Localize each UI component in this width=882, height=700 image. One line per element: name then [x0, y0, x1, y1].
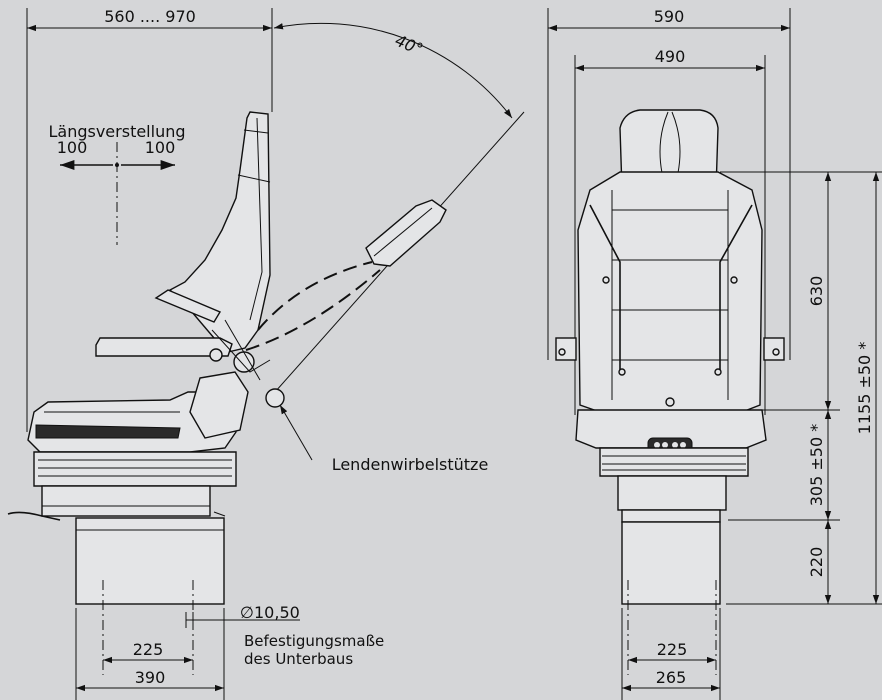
front-view: 590 490: [547, 7, 882, 700]
lumbar-support-callout: Lendenwirbelstütze: [279, 404, 489, 474]
front-base-inner-label: 225: [657, 640, 688, 659]
front-base-outer-label: 265: [656, 668, 687, 687]
mounting-line1: Befestigungsmaße: [244, 632, 384, 650]
angle-label: 40°: [392, 31, 425, 59]
side-base-dimensions: 225 390: [75, 608, 225, 700]
side-base-outer-label: 390: [135, 668, 166, 687]
seat-front-drawing: [555, 109, 785, 675]
longitudinal-left-label: 100: [57, 138, 88, 157]
front-base-dimensions: 225 265: [621, 608, 721, 700]
mounting-line2: des Unterbaus: [244, 650, 353, 668]
backrest-height-label: 630: [807, 276, 826, 307]
seat-height-label: 305 ±50 *: [807, 424, 826, 506]
seat-side-drawing: [7, 111, 285, 675]
diameter-symbol: ∅: [240, 603, 254, 622]
total-width-label: 590: [654, 7, 685, 26]
side-view: 560 .... 970 40° Längsverstellung 100 10…: [7, 7, 525, 700]
dimension-width-range: 560 .... 970: [26, 7, 273, 432]
lumbar-label: Lendenwirbelstütze: [332, 455, 489, 474]
width-range-label: 560 .... 970: [104, 7, 196, 26]
seat-width-label: 490: [655, 47, 686, 66]
longitudinal-label: Längsverstellung: [48, 122, 185, 141]
base-height-label: 220: [807, 547, 826, 578]
front-height-dimensions: 630 305 ±50 * 220 1155 ±50 *: [720, 171, 882, 605]
diameter-callout: ∅ 10,50 Befestigungsmaße des Unterbaus: [185, 603, 384, 668]
side-base-inner-label: 225: [133, 640, 164, 659]
reclined-backrest: [245, 199, 447, 351]
longitudinal-right-label: 100: [145, 138, 176, 157]
total-height-label: 1155 ±50 *: [855, 342, 874, 435]
dimension-angle: 40°: [273, 22, 525, 393]
diameter-label: 10,50: [254, 603, 300, 622]
longitudinal-adjustment: Längsverstellung 100 100: [48, 122, 186, 245]
